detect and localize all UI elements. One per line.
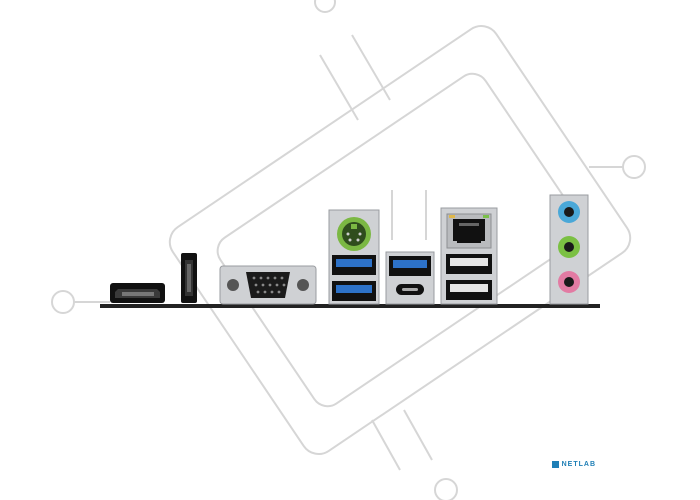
watermark-logo bbox=[51, 0, 646, 500]
usb-a-c-stack bbox=[385, 251, 435, 305]
ethernet-usb-stack bbox=[440, 207, 498, 305]
displayport-port-icon bbox=[110, 283, 165, 303]
vga-port-icon bbox=[219, 265, 317, 305]
ethernet-port-icon bbox=[446, 213, 492, 249]
brand-text: NETLAB bbox=[561, 461, 596, 468]
usb-a-port-icon bbox=[389, 256, 431, 276]
audio-jack-stack bbox=[549, 194, 589, 305]
usb-a-port-icon bbox=[446, 280, 492, 300]
brand-logo-icon bbox=[551, 461, 559, 468]
audio-jack-icon bbox=[558, 236, 580, 258]
ps2-port-icon bbox=[337, 217, 371, 251]
ps2-usb-stack bbox=[328, 209, 380, 305]
usb-a-port-icon bbox=[446, 254, 492, 274]
usb-a-port-icon bbox=[332, 255, 376, 275]
usb-c-port-icon bbox=[396, 284, 424, 295]
usb-a-port-icon bbox=[332, 281, 376, 301]
watermark-brand: NETLAB bbox=[551, 461, 596, 468]
hdmi-port-icon bbox=[181, 253, 197, 303]
audio-jack-icon bbox=[558, 271, 580, 293]
panel-baseline bbox=[100, 304, 600, 308]
audio-jack-icon bbox=[558, 201, 580, 223]
